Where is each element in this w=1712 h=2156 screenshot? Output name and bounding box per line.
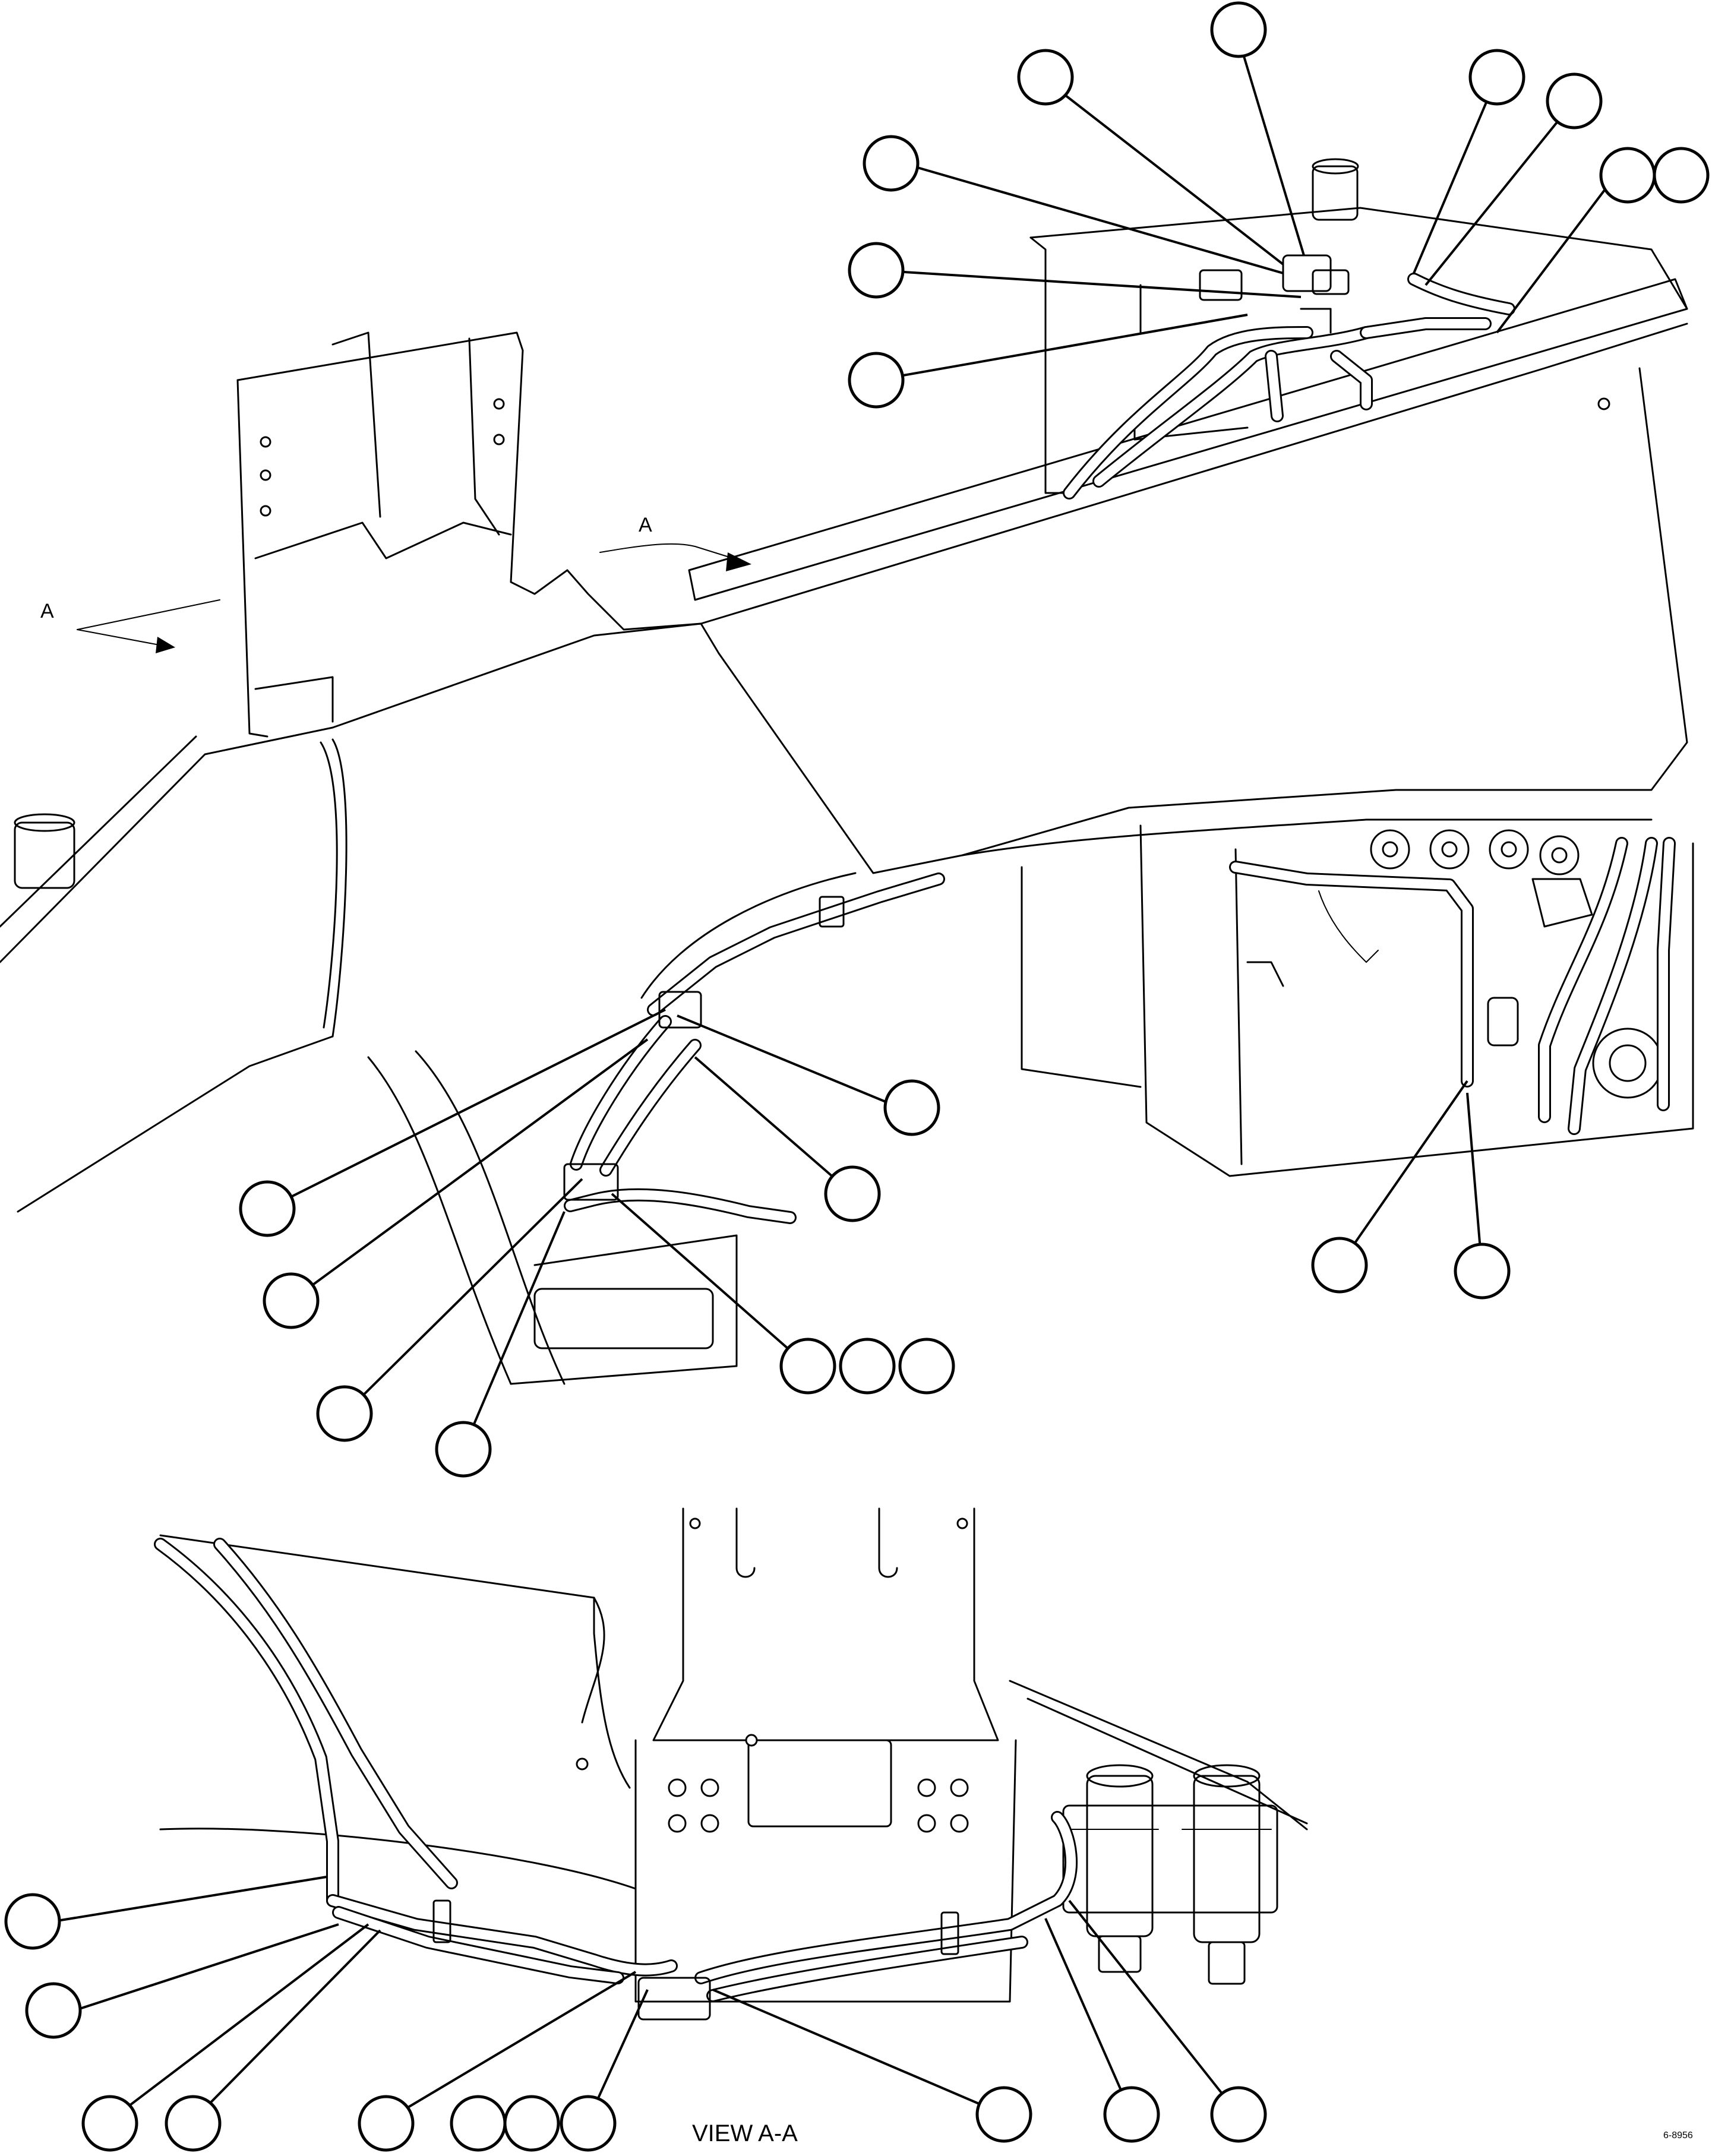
upper-fuel-hoses bbox=[1063, 273, 1515, 500]
fuel-filters-view-aa bbox=[1062, 1764, 1278, 1985]
callout-bubble bbox=[1103, 2086, 1160, 2143]
view-marker-left: A bbox=[40, 600, 54, 622]
callout-bubble bbox=[1468, 49, 1525, 106]
callout-bubble bbox=[560, 2095, 617, 2152]
callout-bubble bbox=[839, 1338, 896, 1395]
callout-bubble bbox=[1311, 1237, 1368, 1294]
view-aa-frame bbox=[159, 1507, 1308, 2003]
callout-bubble bbox=[975, 2086, 1032, 2143]
upper-frame-structure bbox=[0, 278, 1688, 1385]
drawing-code: 6-8956 bbox=[1663, 2130, 1693, 2141]
callout-bubble bbox=[779, 1338, 836, 1395]
callout-bubble bbox=[165, 2095, 222, 2152]
view-aa-label: VIEW A-A bbox=[692, 2120, 798, 2146]
callout-bubble bbox=[358, 2095, 415, 2152]
callout-bubble bbox=[1454, 1243, 1511, 1300]
right-fuel-hoses bbox=[1229, 837, 1676, 1135]
callout-bubble bbox=[1017, 49, 1074, 106]
callout-bubble bbox=[25, 1982, 82, 2039]
callout-bubble bbox=[883, 1079, 940, 1136]
callout-bubble bbox=[1546, 72, 1603, 129]
callout-bubble bbox=[450, 2095, 507, 2152]
engine-side-components bbox=[1021, 824, 1694, 1177]
callout-bubble bbox=[1210, 1, 1267, 58]
callout-bubble bbox=[1210, 2086, 1267, 2143]
leader-lines bbox=[53, 38, 1617, 2122]
callout-bubble bbox=[1653, 147, 1710, 204]
callout-bubble bbox=[848, 352, 905, 409]
center-fuel-hoses bbox=[563, 872, 945, 1224]
view-marker-right: A bbox=[639, 514, 652, 536]
callout-bubble bbox=[1599, 147, 1656, 204]
callout-bubble bbox=[81, 2095, 138, 2152]
fuel-hoses-view-aa bbox=[154, 1538, 1078, 2021]
callout-bubbles bbox=[4, 1, 1710, 2152]
callout-bubble bbox=[239, 1180, 296, 1237]
callout-bubble bbox=[4, 1893, 61, 1950]
callout-bubble bbox=[863, 135, 920, 192]
callout-bubble bbox=[898, 1338, 955, 1395]
callout-bubble bbox=[316, 1385, 373, 1442]
callout-bubble bbox=[848, 242, 905, 299]
view-markers: A A bbox=[40, 514, 751, 653]
callout-bubble bbox=[435, 1421, 492, 1478]
callout-bubble bbox=[263, 1272, 320, 1329]
callout-bubble bbox=[503, 2095, 560, 2152]
callout-bubble bbox=[824, 1165, 881, 1222]
